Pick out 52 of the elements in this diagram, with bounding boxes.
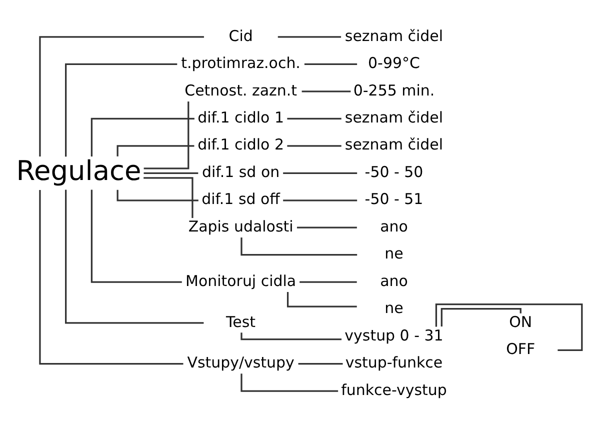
node-text: Zapis udalosti: [188, 216, 294, 235]
connector: [278, 36, 342, 38]
connector: [302, 90, 351, 92]
connector: [298, 362, 343, 364]
connector: [435, 303, 583, 350]
connector: [283, 172, 358, 174]
node-text: Test: [226, 312, 256, 330]
node-text: ne: [384, 298, 404, 317]
node-text: ano: [380, 271, 408, 290]
connector: [144, 101, 190, 169]
connector: [440, 308, 522, 326]
node-text: vystup 0 - 31: [344, 326, 444, 344]
node-text: t.protimraz.och.: [181, 54, 300, 72]
connector: [240, 373, 338, 392]
connector: [286, 292, 357, 307]
connector: [144, 172, 198, 174]
node-text: dif.1 sd off: [202, 190, 280, 208]
connector: [287, 144, 342, 146]
connector: [300, 280, 357, 282]
node-text: -50 - 51: [364, 190, 424, 208]
node-text: funkce-vystup: [341, 380, 447, 398]
connector: [90, 189, 182, 282]
node-text: vstup-funkce: [345, 353, 443, 372]
connector: [240, 236, 358, 256]
connector: [65, 62, 178, 156]
node-text: ne: [384, 244, 404, 262]
connector: [144, 176, 194, 218]
node-text: Monitoruj cidla: [186, 271, 296, 290]
connector: [283, 199, 358, 201]
connector: [296, 226, 357, 228]
node-text: seznam čidel: [344, 108, 444, 126]
node-text: ON: [509, 312, 532, 330]
connector: [304, 62, 358, 65]
node-text: -50 - 50: [364, 162, 424, 180]
node-text: 0-99°C: [368, 54, 420, 72]
node-text: Regulace: [16, 155, 142, 186]
connector: [39, 190, 184, 364]
connector: [39, 36, 204, 156]
connector: [90, 117, 194, 156]
node-text: Cid: [228, 26, 253, 44]
connector: [65, 189, 204, 324]
node-text: dif.1 sd on: [202, 162, 280, 180]
node-text: seznam čidel: [344, 135, 444, 154]
node-text: Vstupy/vstupy: [187, 353, 294, 372]
node-text: dif.1 cidlo 2: [198, 135, 284, 154]
node-text: Cetnost. zazn.t: [184, 80, 297, 99]
node-text: ano: [380, 216, 408, 235]
node-text: 0-255 min.: [353, 80, 435, 99]
connector: [287, 117, 342, 119]
node-text: OFF: [506, 339, 536, 358]
node-text: seznam čidel: [344, 26, 444, 44]
node-text: dif.1 cidlo 1: [198, 108, 284, 126]
